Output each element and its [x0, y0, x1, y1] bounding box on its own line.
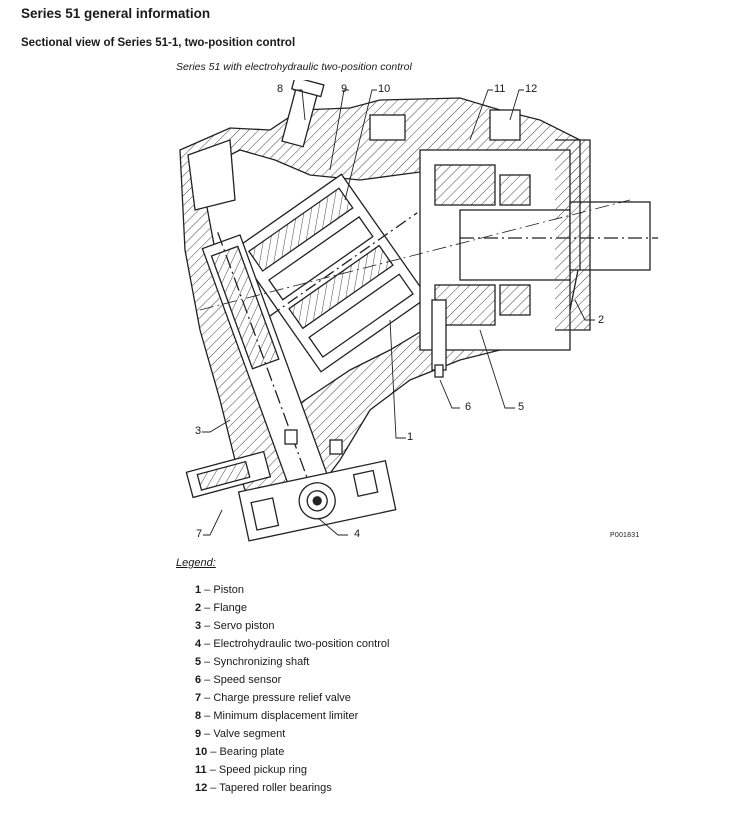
callout-12: 12	[525, 83, 538, 95]
callout-6: 6	[465, 401, 472, 413]
legend-item: 10 – Bearing plate	[195, 746, 285, 758]
legend-item-number: 9	[195, 728, 202, 740]
legend-item-text: Minimum displacement limiter	[213, 710, 359, 722]
legend-item-text: Flange	[213, 602, 247, 614]
page-title: Series 51 general information	[21, 6, 211, 21]
callout-8: 8	[277, 83, 284, 95]
legend-item-text: Valve segment	[213, 728, 286, 740]
legend-item-text: Synchronizing shaft	[213, 656, 310, 668]
legend-item: 9 – Valve segment	[195, 728, 286, 740]
legend-item-number: 4	[195, 638, 202, 650]
legend-item-text: Bearing plate	[219, 746, 285, 758]
legend-item-text: Charge pressure relief valve	[213, 692, 351, 704]
legend-item-number: 10	[195, 746, 208, 758]
legend-item-number: 6	[195, 674, 202, 686]
section-title: Sectional view of Series 51-1, two-posit…	[21, 37, 296, 49]
callout-4: 4	[354, 528, 361, 540]
legend-item: 3 – Servo piston	[195, 620, 275, 632]
legend-item-text: Speed sensor	[213, 674, 282, 686]
legend-item: 8 – Minimum displacement limiter	[195, 710, 359, 722]
callout-10: 10	[378, 83, 391, 95]
legend-item-number: 5	[195, 656, 202, 668]
legend-item: 4 – Electrohydraulic two-position contro…	[195, 638, 390, 650]
legend-item-number: 8	[195, 710, 202, 722]
legend-item-number: 3	[195, 620, 202, 632]
legend-item-number: 2	[195, 602, 202, 614]
legend-item: 6 – Speed sensor	[195, 674, 282, 686]
legend-item-text: Tapered roller bearings	[219, 782, 332, 794]
callout-2: 2	[598, 314, 605, 326]
sectional-view-drawing	[179, 80, 658, 542]
figure-id: P001831	[610, 532, 640, 539]
legend-item: 12 – Tapered roller bearings	[195, 782, 332, 794]
legend-item: 7 – Charge pressure relief valve	[195, 692, 351, 704]
legend-item-number: 7	[195, 692, 202, 704]
legend-list: 1 – Piston 2 – Flange 3 – Servo piston 4…	[195, 583, 389, 799]
legend-item-text: Piston	[213, 584, 244, 596]
legend-title: Legend:	[176, 557, 216, 569]
legend-item: 2 – Flange	[195, 602, 247, 614]
callout-3: 3	[195, 425, 202, 437]
legend-item-text: Speed pickup ring	[218, 764, 307, 776]
legend-item-number: 1	[195, 584, 202, 596]
callout-11: 11	[494, 83, 506, 95]
callout-5: 5	[518, 401, 525, 413]
legend-item-number: 11	[195, 764, 207, 776]
legend-item: 11 – Speed pickup ring	[195, 764, 307, 776]
legend-item-text: Electrohydraulic two-position control	[213, 638, 390, 650]
legend-item-text: Servo piston	[213, 620, 275, 632]
figure-caption: Series 51 with electrohydraulic two-posi…	[176, 61, 412, 73]
callout-1: 1	[407, 431, 414, 443]
legend-item-number: 12	[195, 782, 208, 794]
legend-item: 5 – Synchronizing shaft	[195, 656, 310, 668]
callout-7: 7	[196, 528, 203, 540]
callout-9: 9	[341, 83, 348, 95]
legend-item: 1 – Piston	[195, 584, 244, 596]
